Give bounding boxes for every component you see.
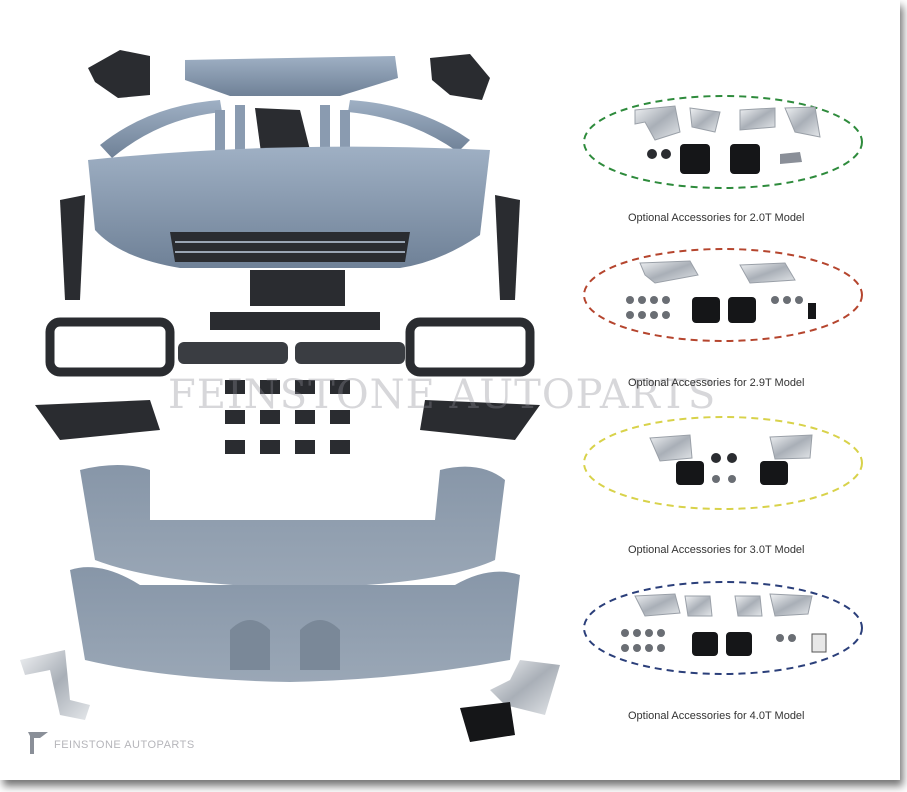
side-strip <box>235 105 245 185</box>
front-grille <box>170 232 410 262</box>
option-4-0t <box>580 578 866 678</box>
exhaust-pipe-right <box>490 660 560 715</box>
rear-diffuser <box>70 567 520 682</box>
side-vent <box>295 342 405 364</box>
feinstone-logo-icon <box>28 732 48 754</box>
side-strip <box>340 110 350 180</box>
body-kit-photo <box>20 50 560 742</box>
exhaust-tip <box>460 702 515 742</box>
vent-piece <box>420 400 540 440</box>
caption-4-0t: Optional Accessories for 4.0T Model <box>628 710 805 722</box>
fog-light-frame <box>405 317 535 377</box>
side-bracket <box>495 195 520 300</box>
lower-lip <box>210 312 380 330</box>
wheel-arch <box>348 100 470 152</box>
rear-bumper <box>80 465 505 588</box>
option-2-9t <box>580 245 866 345</box>
watermark: FEINSTONE AUTOPARTS <box>168 372 717 418</box>
side-vent <box>178 342 288 364</box>
roof-spoiler <box>185 56 398 96</box>
caption-2-9t: Optional Accessories for 2.9T Model <box>628 377 805 389</box>
fog-light-frame <box>45 317 175 377</box>
brand-text: FEINSTONE AUTOPARTS <box>54 739 195 751</box>
option-3-0t <box>580 413 866 513</box>
caption-3-0t: Optional Accessories for 3.0T Model <box>628 544 805 556</box>
wheel-arch <box>100 100 222 158</box>
vent-piece <box>35 400 160 440</box>
bracket-left <box>88 50 150 98</box>
side-bracket <box>60 195 85 300</box>
exhaust-pipe-left <box>20 650 90 720</box>
side-strip <box>320 105 330 185</box>
caption-2-0t: Optional Accessories for 2.0T Model <box>628 212 805 224</box>
option-2-0t <box>580 92 866 192</box>
side-strip <box>215 110 225 180</box>
license-plate-mount <box>250 270 345 306</box>
product-frame: FEINSTONE AUTOPARTS FEINSTONE AUTOPARTS … <box>20 50 866 754</box>
clip-set <box>225 380 350 454</box>
bracket-right <box>430 54 490 100</box>
